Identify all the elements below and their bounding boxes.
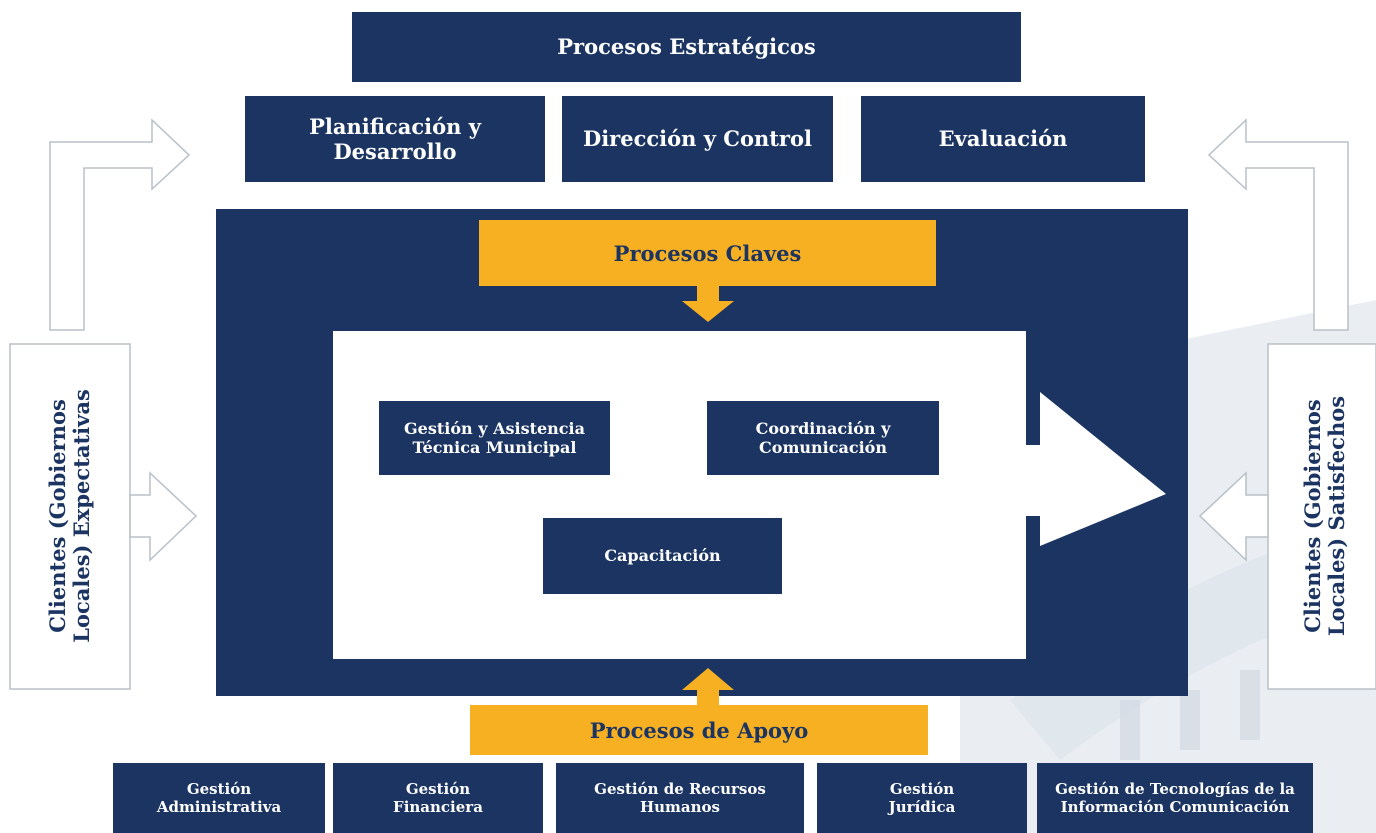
support-item-human-resources: Gestión de Recursos Humanos bbox=[556, 763, 804, 833]
key-item-coordination: Coordinación y Comunicación bbox=[707, 401, 939, 475]
support-item-administrative: Gestión Administrativa bbox=[113, 763, 325, 833]
support-processes-title: Procesos de Apoyo bbox=[470, 705, 928, 755]
key-processes-title: Procesos Claves bbox=[479, 220, 936, 286]
strategic-item-direction: Dirección y Control bbox=[562, 96, 833, 182]
strategic-item-evaluation: Evaluación bbox=[861, 96, 1145, 182]
key-item-training: Capacitación bbox=[543, 518, 782, 594]
support-item-legal: Gestión Jurídica bbox=[817, 763, 1027, 833]
strategic-item-planning: Planificación y Desarrollo bbox=[245, 96, 545, 182]
clients-expectations-label: Clientes (Gobiernos Locales) Expectativa… bbox=[44, 389, 94, 643]
support-item-ict: Gestión de Tecnologías de la Información… bbox=[1037, 763, 1313, 833]
key-processes-area bbox=[333, 331, 1026, 659]
support-item-financial: Gestión Financiera bbox=[333, 763, 543, 833]
strategic-processes-title: Procesos Estratégicos bbox=[352, 12, 1021, 82]
key-item-technical-assistance: Gestión y Asistencia Técnica Municipal bbox=[379, 401, 610, 475]
clients-satisfied-label: Clientes (Gobiernos Locales) Satisfechos bbox=[1299, 395, 1349, 637]
